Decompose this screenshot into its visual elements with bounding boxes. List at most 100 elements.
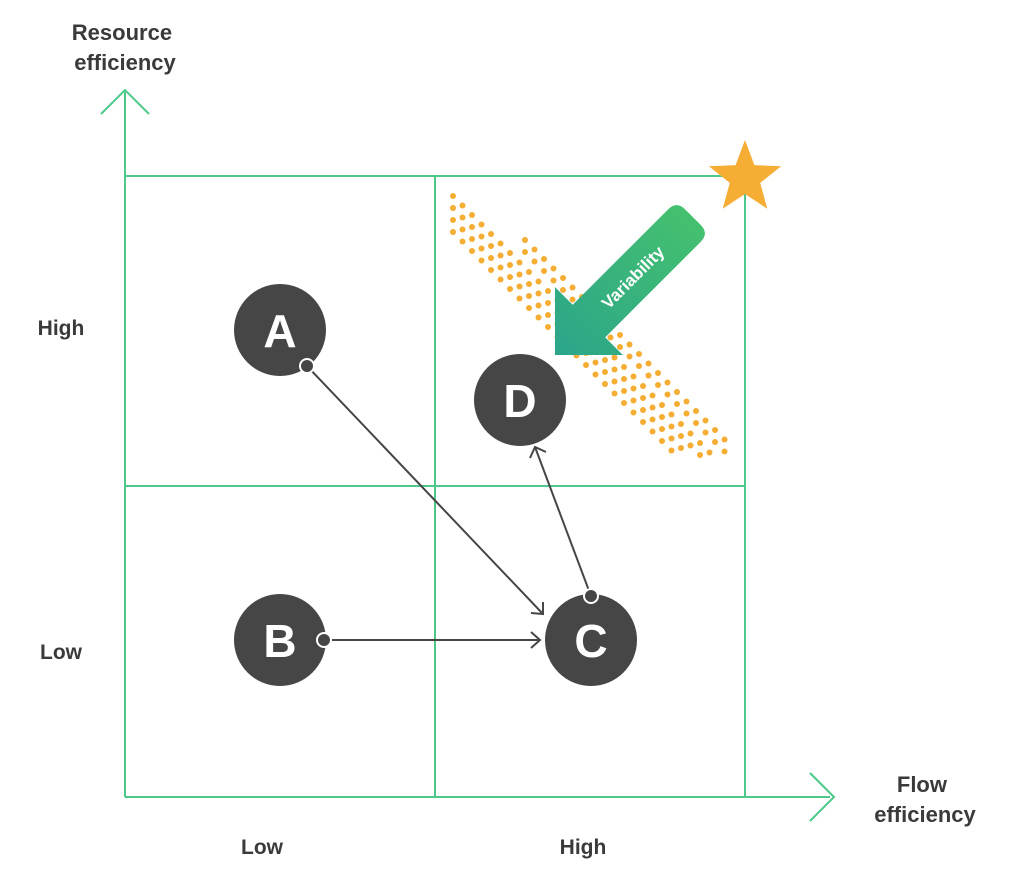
x-tick-low: Low xyxy=(241,836,284,859)
variability-dot xyxy=(611,366,618,373)
variability-dot xyxy=(488,243,494,249)
variability-dot xyxy=(626,341,633,348)
arrow-icon xyxy=(555,205,705,355)
variability-dot xyxy=(649,416,656,423)
connector-c-to-d xyxy=(534,446,592,597)
x-axis-title: Flow efficiency xyxy=(874,772,976,827)
variability-dot xyxy=(630,385,637,392)
variability-dot xyxy=(535,278,542,285)
variability-dot xyxy=(531,246,538,253)
node-b: B xyxy=(234,594,326,686)
variability-dot xyxy=(526,293,532,299)
variability-dot xyxy=(721,436,728,443)
variability-dot xyxy=(636,351,642,357)
variability-dot xyxy=(478,245,485,252)
variability-dot xyxy=(516,259,523,266)
variability-dot xyxy=(469,236,475,242)
variability-arrow: Variability xyxy=(555,205,705,355)
variability-dot xyxy=(693,420,699,426)
variability-dot xyxy=(687,442,694,449)
variability-dot xyxy=(507,262,513,268)
variability-dot xyxy=(697,452,703,458)
variability-dot xyxy=(640,407,646,413)
variability-dot xyxy=(592,371,599,378)
variability-dot xyxy=(450,205,456,211)
node-a-label: A xyxy=(263,305,296,357)
variability-dot xyxy=(630,373,637,380)
variability-dot xyxy=(621,400,627,406)
variability-dot xyxy=(683,410,690,417)
variability-dot xyxy=(602,381,608,387)
variability-dot xyxy=(516,271,523,278)
variability-dot xyxy=(560,287,566,293)
star-icon xyxy=(708,140,782,209)
y-axis-title: Resource efficiency xyxy=(72,20,178,75)
endpoint-b xyxy=(316,632,332,648)
variability-dot xyxy=(674,389,680,395)
variability-dot xyxy=(655,370,661,376)
variability-dot xyxy=(516,283,523,290)
variability-dot xyxy=(649,428,656,435)
variability-dot xyxy=(450,229,456,235)
variability-dot xyxy=(611,390,618,397)
variability-dot xyxy=(469,224,475,230)
variability-dot xyxy=(497,240,504,247)
variability-dot xyxy=(611,354,618,361)
variability-dot xyxy=(469,212,475,218)
connector-a-to-c xyxy=(306,365,544,615)
node-c-label: C xyxy=(574,615,607,667)
variability-dot xyxy=(664,391,671,398)
variability-dot xyxy=(583,362,589,368)
variability-dot xyxy=(687,430,694,437)
variability-dot xyxy=(712,439,718,445)
variability-dot xyxy=(550,265,557,272)
quadrant-grid xyxy=(125,175,746,797)
variability-dot xyxy=(488,255,494,261)
variability-dot xyxy=(683,398,690,405)
variability-dot xyxy=(668,447,675,454)
variability-dot xyxy=(545,312,551,318)
variability-dot xyxy=(649,392,656,399)
variability-dot xyxy=(459,238,466,245)
variability-dot xyxy=(617,344,623,350)
variability-dot xyxy=(712,427,718,433)
endpoint-c xyxy=(583,588,599,604)
variability-dot xyxy=(678,445,684,451)
variability-dot xyxy=(621,364,627,370)
variability-dot xyxy=(592,359,599,366)
variability-dot xyxy=(636,363,642,369)
variability-dot xyxy=(478,257,485,264)
variability-dot xyxy=(535,314,542,321)
variability-dot xyxy=(550,277,557,284)
endpoint-a xyxy=(299,358,315,374)
variability-dot xyxy=(522,249,528,255)
variability-dot xyxy=(507,274,513,280)
node-a: A xyxy=(234,284,326,376)
y-axis-arrowhead xyxy=(100,88,150,115)
variability-dot xyxy=(450,193,456,199)
variability-dot xyxy=(668,411,675,418)
variability-dot xyxy=(659,438,665,444)
variability-dot xyxy=(569,296,576,303)
variability-dot xyxy=(545,324,551,330)
variability-dot xyxy=(507,286,513,292)
variability-dot xyxy=(497,264,504,271)
variability-dot xyxy=(507,250,513,256)
axes xyxy=(100,88,836,822)
variability-dot xyxy=(640,419,646,425)
variability-dot xyxy=(645,360,652,367)
variability-dot xyxy=(640,383,646,389)
node-d: D xyxy=(474,354,566,446)
node-d-label: D xyxy=(503,375,536,427)
variability-dot xyxy=(678,421,684,427)
variability-dot xyxy=(497,276,504,283)
variability-dot xyxy=(659,426,665,432)
variability-dot xyxy=(630,409,637,416)
variability-dot xyxy=(668,435,675,442)
variability-dot xyxy=(697,440,703,446)
variability-dot xyxy=(535,302,542,309)
variability-dot xyxy=(459,214,466,221)
variability-dot xyxy=(649,404,656,411)
variability-dot xyxy=(459,226,466,233)
variability-dot xyxy=(602,369,608,375)
